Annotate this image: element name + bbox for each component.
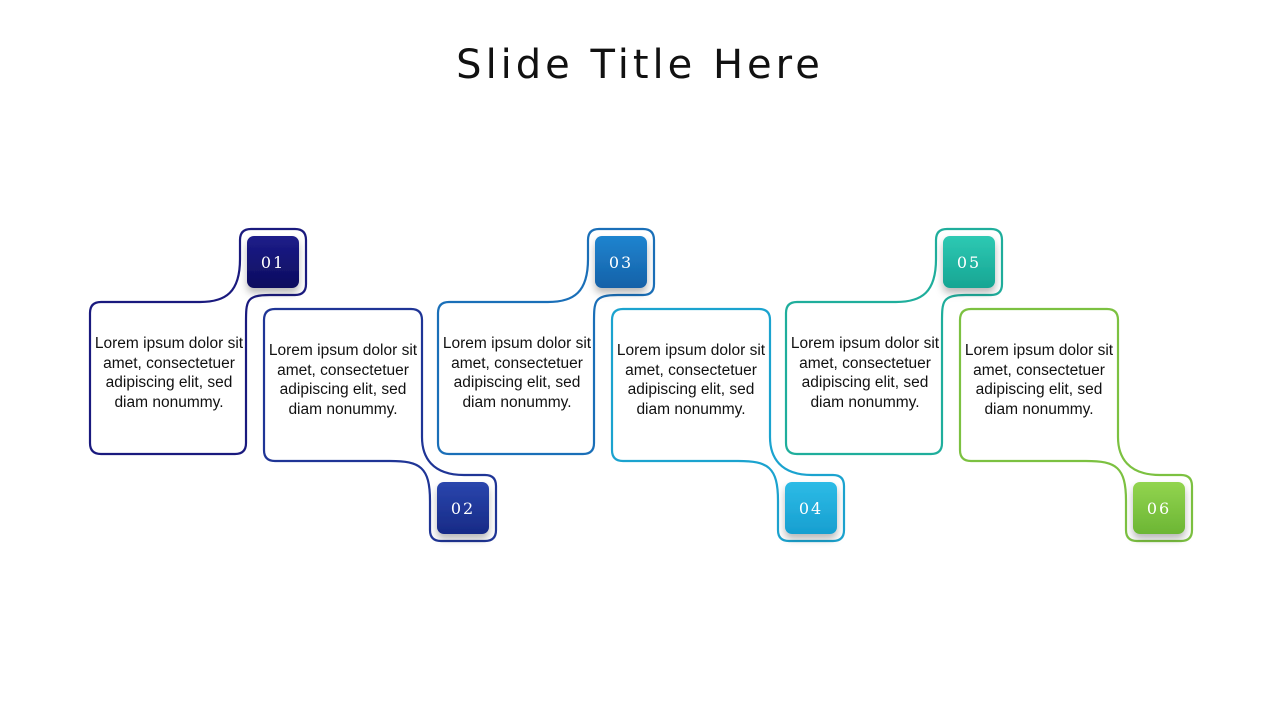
step-6-badge	[1133, 482, 1185, 534]
slide-title: Slide Title Here	[456, 42, 824, 88]
step-4-outline	[610, 307, 846, 543]
step-2-outline	[262, 307, 498, 543]
step-6-outline	[958, 307, 1194, 543]
step-3-badge	[595, 236, 647, 288]
step-5-text: Lorem ipsum dolor sit amet, consectetuer…	[790, 335, 940, 411]
step-4-badge	[785, 482, 837, 534]
step-2-text: Lorem ipsum dolor sit amet, consectetuer…	[268, 342, 418, 418]
step-6-text: Lorem ipsum dolor sit amet, consectetuer…	[964, 342, 1114, 418]
step-1-badge	[247, 236, 299, 288]
step-3-text: Lorem ipsum dolor sit amet, consectetuer…	[442, 335, 592, 411]
step-1-text: Lorem ipsum dolor sit amet, consectetuer…	[94, 335, 244, 411]
step-4-text: Lorem ipsum dolor sit amet, consectetuer…	[616, 342, 766, 418]
step-5-badge	[943, 236, 995, 288]
step-2-badge	[437, 482, 489, 534]
